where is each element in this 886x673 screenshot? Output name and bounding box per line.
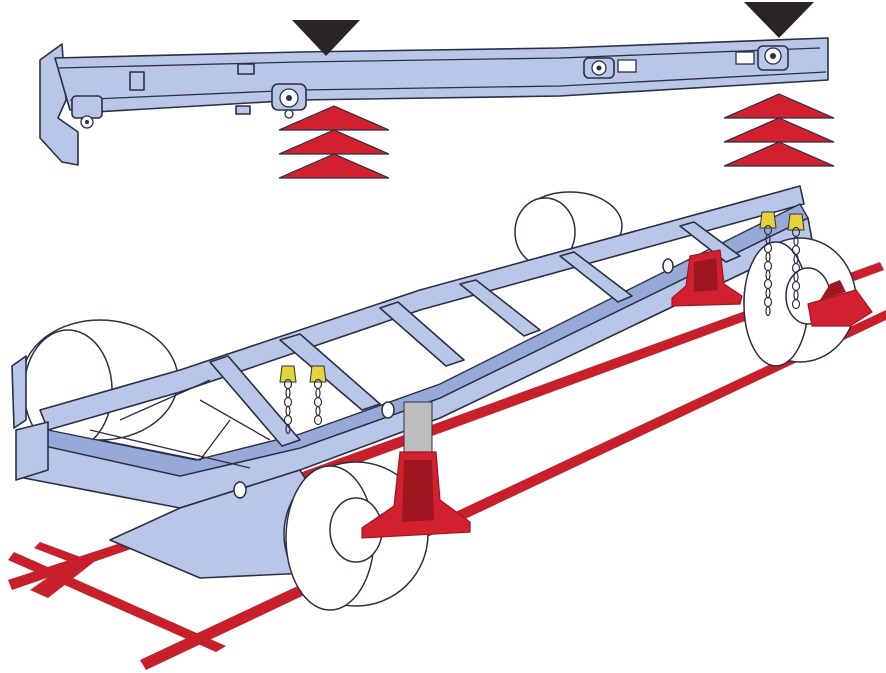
chain-clamp bbox=[279, 365, 297, 383]
chain-link bbox=[315, 387, 321, 399]
chain-clamp bbox=[309, 365, 327, 383]
rail-hole bbox=[381, 401, 395, 419]
side-view-spring-hanger bbox=[271, 83, 307, 119]
rail-hole bbox=[662, 258, 674, 274]
up-triangle-icon bbox=[723, 93, 835, 119]
chain-link bbox=[285, 423, 291, 435]
under-bracing-a bbox=[89, 379, 271, 469]
chain-link bbox=[285, 387, 291, 399]
chain-link bbox=[791, 298, 801, 310]
crossmember-3 bbox=[379, 301, 465, 367]
chain-link bbox=[283, 396, 293, 408]
rail-hole bbox=[233, 481, 247, 499]
side-view-main-rail bbox=[54, 37, 829, 113]
chain-link bbox=[313, 414, 323, 426]
front-crossmember bbox=[15, 421, 49, 481]
crossmember-6 bbox=[679, 221, 741, 263]
chain-clamp bbox=[759, 211, 777, 229]
side-view-frame bbox=[39, 37, 829, 166]
crossmember-4 bbox=[459, 279, 541, 337]
crossmember-1 bbox=[209, 355, 301, 447]
chain-link bbox=[313, 396, 323, 408]
chain-link bbox=[285, 405, 291, 417]
frame-rail-near-top bbox=[17, 203, 809, 477]
side-view-bracket-c bbox=[129, 71, 145, 91]
crossmember-5 bbox=[559, 251, 633, 303]
up-triangle-icon bbox=[278, 153, 390, 179]
crossmember-2 bbox=[279, 333, 381, 411]
chain-clamp-icon bbox=[279, 211, 805, 435]
chain-link bbox=[283, 414, 293, 426]
chain-clamp bbox=[787, 213, 805, 231]
front-bracket bbox=[11, 355, 27, 429]
side-view-rail-flange bbox=[57, 47, 821, 69]
jack-stand-icon bbox=[361, 401, 471, 539]
side-view-bracket-a bbox=[235, 105, 251, 115]
jack-stand-icon bbox=[671, 249, 743, 307]
perspective-frame bbox=[11, 185, 813, 579]
chain-link bbox=[315, 405, 321, 417]
up-triangle-icon bbox=[278, 129, 390, 155]
floor-crossbar-3 bbox=[8, 540, 134, 590]
side-view-rear-hanger-1 bbox=[583, 57, 637, 79]
side-view-rail-lower-line bbox=[69, 71, 827, 101]
down-triangle-icon bbox=[292, 20, 360, 56]
under-bracing-b bbox=[99, 419, 231, 461]
up-triangle-stack-icon bbox=[278, 105, 390, 179]
side-view-bracket-b bbox=[237, 63, 255, 75]
up-triangle-stack-icon bbox=[723, 93, 835, 167]
up-triangle-icon bbox=[723, 141, 835, 167]
side-view-rear-hanger-2 bbox=[735, 45, 789, 71]
push-down-markers bbox=[292, 2, 814, 56]
down-triangle-icon bbox=[744, 2, 814, 38]
chain-link bbox=[765, 305, 771, 317]
up-triangle-icon bbox=[723, 117, 835, 143]
side-view-front-mount bbox=[71, 95, 103, 129]
floor-clamp-icon bbox=[807, 280, 873, 327]
